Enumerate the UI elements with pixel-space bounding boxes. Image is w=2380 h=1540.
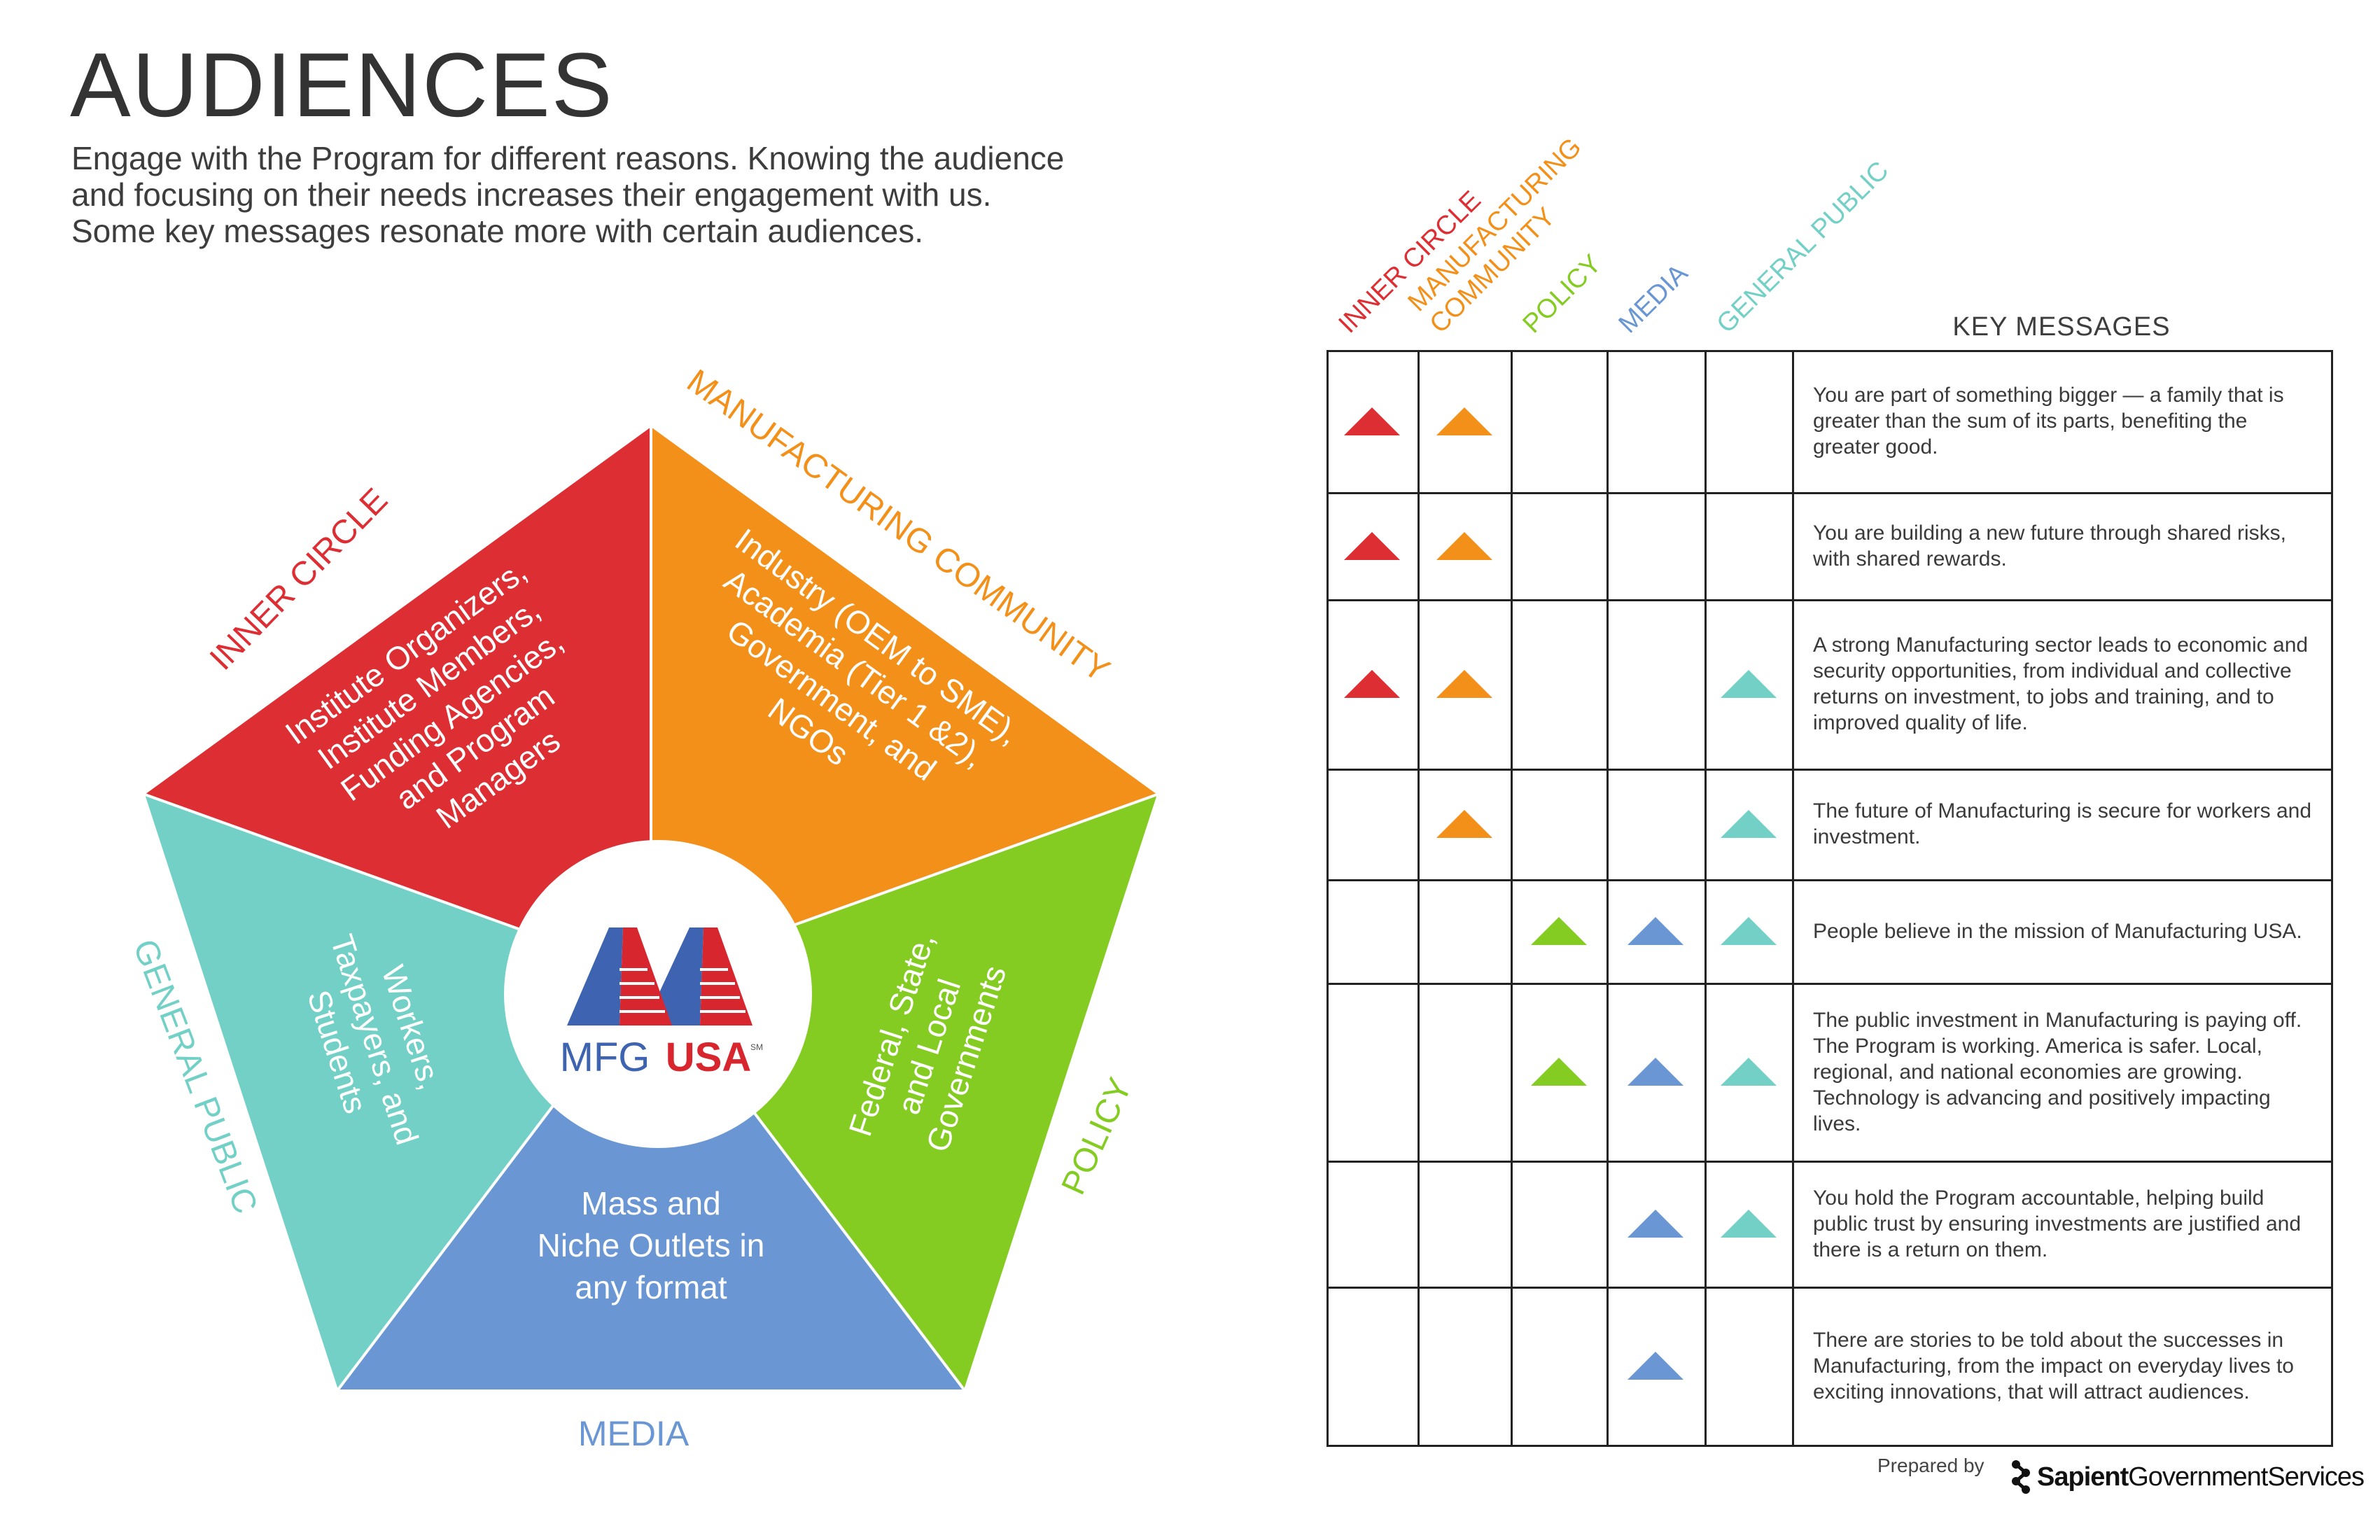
grid-vertical-line	[1606, 350, 1609, 1447]
segment-media	[338, 976, 964, 1390]
column-header-inner-circle: INNER CIRCLE	[1333, 185, 1488, 340]
audience-mark-media	[1628, 917, 1684, 945]
grid-vertical-line	[1704, 350, 1707, 1447]
key-message-text: The public investment in Manufacturing i…	[1813, 1008, 2302, 1135]
audience-mark-media	[1628, 1352, 1684, 1380]
label-policy: POLICY	[1055, 1072, 1140, 1200]
sapient-brand-rest: GovernmentServices	[2128, 1462, 2365, 1492]
column-header-general-public: GENERAL PUBLIC	[1711, 155, 1895, 340]
audience-mark-manufacturing	[1436, 810, 1492, 838]
logo-sm-text: SM	[750, 1042, 763, 1052]
logo-m-right-red	[700, 927, 752, 1026]
mfg-usa-logo: MFG USA SM	[560, 927, 763, 1080]
grid-horizontal-line	[1326, 350, 2333, 352]
grid-horizontal-line	[1326, 1161, 2333, 1163]
column-header-policy: POLICY	[1517, 248, 1608, 340]
grid-vertical-line	[1792, 350, 1794, 1447]
key-message-text: A strong Manufacturing sector leads to e…	[1813, 634, 2309, 734]
prepared-by-label: Prepared by	[1877, 1455, 1984, 1476]
audience-mark-inner-circle	[1344, 670, 1400, 698]
intro-line: Engage with the Program for different re…	[71, 140, 1065, 176]
body-line: Niche Outlets in	[538, 1227, 765, 1264]
body-line: any format	[575, 1269, 727, 1306]
audience-mark-media	[1628, 1210, 1684, 1238]
logo-m-left-blue	[567, 927, 623, 1026]
key-message-text: You are part of something bigger — a fam…	[1813, 384, 2284, 458]
key-message-text: The future of Manufacturing is secure fo…	[1813, 799, 2312, 848]
grid-vertical-line	[1418, 350, 1420, 1447]
audience-mark-manufacturing	[1436, 407, 1492, 435]
logo-m-left-red	[620, 927, 672, 1026]
grid-vertical-line	[1326, 350, 1329, 1447]
key-message-text: People believe in the mission of Manufac…	[1813, 919, 2302, 943]
logo-mfg-text: MFG	[560, 1035, 650, 1080]
audience-mark-manufacturing	[1436, 531, 1492, 560]
intro-line: and focusing on their needs increases th…	[71, 176, 992, 213]
key-message-text: There are stories to be told about the s…	[1813, 1328, 2294, 1404]
column-header-media: MEDIA	[1613, 258, 1694, 340]
body-media: Mass and Niche Outlets in any format	[538, 1185, 765, 1306]
audience-mark-inner-circle	[1344, 531, 1400, 560]
audience-mark-media	[1628, 1058, 1684, 1086]
sapient-mark-icon	[2012, 1460, 2030, 1494]
audience-mark-general-public	[1720, 810, 1777, 838]
key-message-text: You hold the Program accountable, helpin…	[1813, 1186, 2302, 1261]
audience-mark-general-public	[1720, 917, 1777, 945]
grid-vertical-line	[2331, 350, 2333, 1447]
sapient-logo: Sapient GovernmentServices	[2009, 1459, 2365, 1495]
grid-vertical-line	[1511, 350, 1513, 1447]
column-header-line: COMMUNITY	[1424, 202, 1561, 340]
grid-horizontal-line	[1326, 1445, 2333, 1447]
audience-mark-manufacturing	[1436, 670, 1492, 698]
column-header-line: INNER CIRCLE	[1333, 185, 1487, 340]
audience-mark-general-public	[1720, 670, 1777, 698]
grid-horizontal-line	[1326, 769, 2333, 771]
audience-pentagon-diagram: MFG USA SM INNER CIRCLE MANUFACTURING CO…	[126, 363, 1158, 1453]
body-line: Mass and	[581, 1185, 720, 1222]
audience-mark-inner-circle	[1344, 407, 1400, 435]
sapient-brand-bold: Sapient	[2037, 1462, 2129, 1492]
key-message-text: You are building a new future through sh…	[1813, 521, 2286, 570]
column-header-line: MEDIA	[1613, 258, 1694, 340]
audience-mark-policy	[1530, 917, 1587, 945]
page-title: AUDIENCES	[70, 34, 614, 136]
label-media: MEDIA	[578, 1414, 690, 1453]
key-messages-header: KEY MESSAGES	[1952, 312, 2171, 342]
grid-horizontal-line	[1326, 599, 2333, 601]
grid-horizontal-line	[1326, 983, 2333, 985]
grid-horizontal-line	[1326, 492, 2333, 494]
column-header-line: MANUFACTURING	[1402, 132, 1588, 318]
audience-mark-general-public	[1720, 1210, 1777, 1238]
audience-mark-policy	[1530, 1058, 1587, 1086]
column-header-line: POLICY	[1517, 249, 1607, 340]
logo-usa-text: USA	[666, 1035, 751, 1080]
grid-horizontal-line	[1326, 1287, 2333, 1289]
intro-paragraph: Engage with the Program for different re…	[71, 140, 1275, 249]
intro-line: Some key messages resonate more with cer…	[71, 213, 924, 249]
audience-mark-general-public	[1720, 1058, 1777, 1086]
grid-horizontal-line	[1326, 879, 2333, 881]
column-header-line: GENERAL PUBLIC	[1711, 155, 1895, 340]
